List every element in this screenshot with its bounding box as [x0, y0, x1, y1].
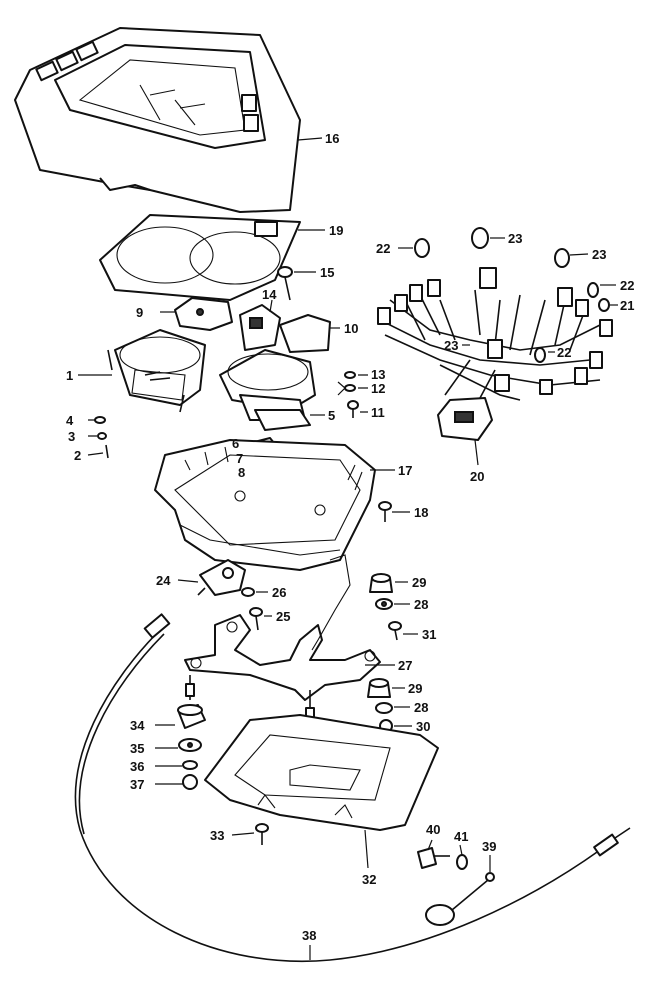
callout-39: 39	[482, 839, 496, 854]
callout-15: 15	[320, 265, 334, 280]
small-hardware-left	[87, 416, 109, 459]
grommet-group-upper	[369, 573, 418, 641]
callout-17: 17	[398, 463, 412, 478]
callout-4: 4	[66, 413, 74, 428]
speedometer	[78, 329, 206, 413]
grommet-stack-left	[155, 704, 206, 790]
callout-25: 25	[276, 609, 290, 624]
callout-24: 24	[156, 573, 171, 588]
callout-28-lower: 28	[414, 700, 428, 715]
small-hardware-right	[344, 371, 368, 418]
callout-7: 7	[236, 451, 243, 466]
callout-40: 40	[426, 822, 440, 837]
callout-16: 16	[325, 131, 339, 146]
callout-labels: 1 2 3 4 5 6 7 8 9 10 11 12 13 14 15 16 1…	[66, 131, 634, 943]
bulbs	[398, 227, 618, 363]
callout-9: 9	[136, 305, 143, 320]
screw-18	[378, 501, 410, 522]
callout-30: 30	[416, 719, 430, 734]
cable-fittings	[417, 839, 495, 926]
callout-27: 27	[398, 658, 412, 673]
screw-15	[277, 266, 316, 301]
callout-22-lower: 22	[557, 345, 571, 360]
callout-5: 5	[328, 408, 335, 423]
callout-19: 19	[329, 223, 343, 238]
gasket	[99, 214, 325, 301]
instrument-cover	[14, 27, 323, 213]
callout-32: 32	[362, 872, 376, 887]
callout-14: 14	[262, 287, 277, 302]
callout-12: 12	[371, 381, 385, 396]
callout-28-upper: 28	[414, 597, 428, 612]
screw-33	[231, 823, 269, 845]
callout-8: 8	[238, 465, 245, 480]
callout-35: 35	[130, 741, 144, 756]
callout-23-right: 23	[592, 247, 606, 262]
callout-18: 18	[414, 505, 428, 520]
speedometer-cable	[74, 613, 631, 962]
callout-26: 26	[272, 585, 286, 600]
callout-34: 34	[130, 718, 145, 733]
callout-22-left: 22	[376, 241, 390, 256]
sensor-24	[177, 559, 246, 596]
mounting-bracket	[184, 554, 395, 701]
callout-41: 41	[454, 829, 468, 844]
callout-22-right: 22	[620, 278, 634, 293]
callout-1: 1	[66, 368, 73, 383]
callout-37: 37	[130, 777, 144, 792]
lower-case	[154, 439, 395, 571]
callout-29-lower: 29	[408, 681, 422, 696]
callout-36: 36	[130, 759, 144, 774]
tray	[204, 714, 439, 869]
callout-2: 2	[74, 448, 81, 463]
bracket-5	[254, 409, 325, 431]
callout-6: 6	[232, 436, 239, 451]
wiring-harness	[377, 267, 613, 466]
callout-23-center: 23	[508, 231, 522, 246]
nut-26-screw-25	[241, 587, 272, 631]
callout-31: 31	[422, 627, 436, 642]
switch-unit	[239, 299, 340, 353]
bracket-9	[160, 297, 233, 331]
callout-10: 10	[344, 321, 358, 336]
callout-38: 38	[302, 928, 316, 943]
callout-23-lower: 23	[444, 338, 458, 353]
callout-33: 33	[210, 828, 224, 843]
callout-20: 20	[470, 469, 484, 484]
callout-29-upper: 29	[412, 575, 426, 590]
callout-3: 3	[68, 429, 75, 444]
callout-13: 13	[371, 367, 385, 382]
grommet-group-lower	[367, 678, 412, 733]
callout-21: 21	[620, 298, 634, 313]
callout-11: 11	[371, 405, 385, 420]
